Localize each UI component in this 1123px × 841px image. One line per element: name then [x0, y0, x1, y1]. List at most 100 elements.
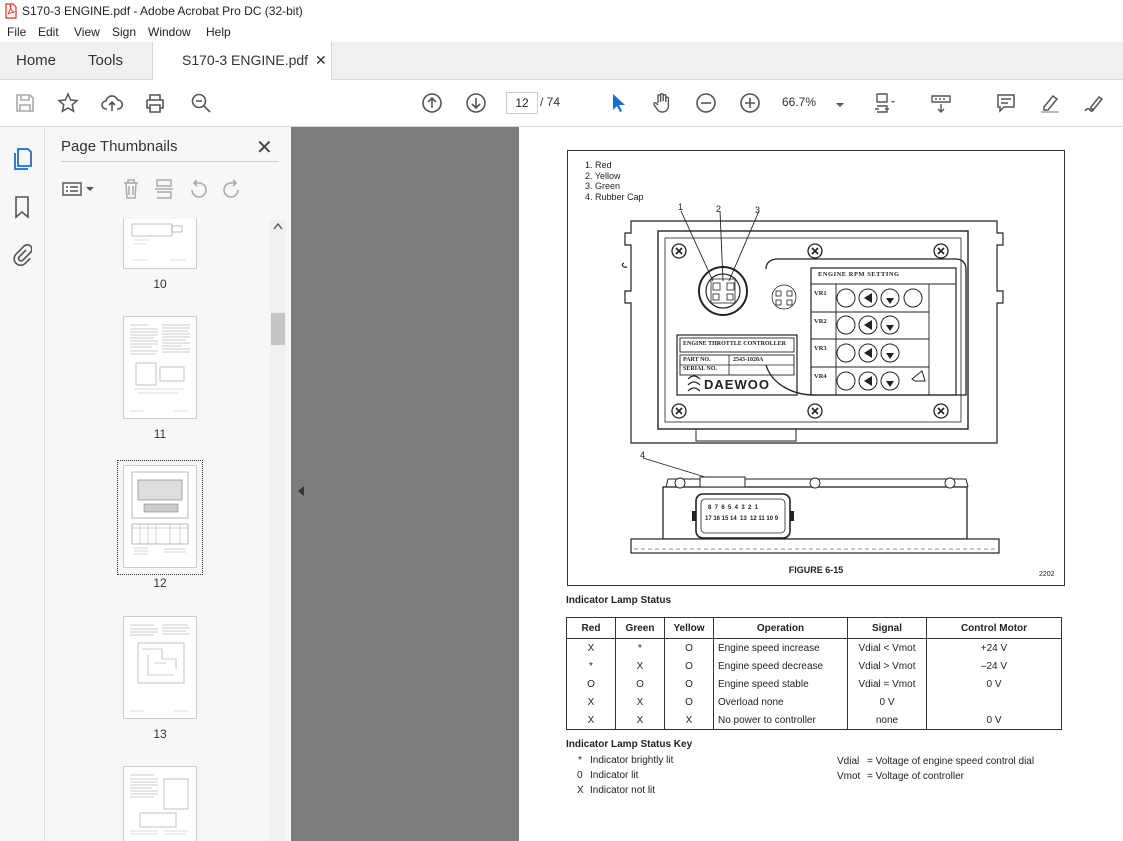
key-symbol: 0 [577, 770, 583, 781]
attachment-icon[interactable] [12, 242, 32, 266]
row-vr3: VR3 [814, 345, 827, 352]
title-bar: S170-3 ENGINE.pdf - Adobe Acrobat Pro DC… [0, 0, 1123, 22]
figure-code: 2202 [1039, 571, 1055, 578]
thumbnail-page-10[interactable] [123, 219, 197, 269]
draw-sign-icon[interactable] [1083, 92, 1105, 114]
toolbar: 12 / 74 66.7% [0, 80, 1123, 127]
table-row: O O O Engine speed stable Vdial = Vmot 0… [566, 675, 1062, 693]
collapse-panel-icon[interactable] [297, 485, 305, 497]
tab-home[interactable]: Home [16, 52, 57, 69]
rotate-right-icon[interactable] [221, 178, 243, 200]
zoom-level[interactable]: 66.7% [782, 95, 817, 109]
upload-cloud-icon[interactable] [101, 92, 124, 114]
thumbnail-page-12[interactable] [123, 465, 197, 568]
zoom-dropdown-icon[interactable] [834, 94, 846, 116]
table-row: X * O Engine speed increase Vdial < Vmot… [566, 638, 1062, 657]
col-red: Red [566, 617, 616, 639]
col-green: Green [615, 617, 665, 639]
key-symbol: * [578, 755, 582, 766]
def-symbol: Vmot [837, 771, 861, 782]
callout-2: 2 [716, 204, 722, 214]
bookmarks-icon[interactable] [13, 195, 31, 219]
hand-tool-icon[interactable] [651, 92, 673, 114]
thumbnail-page-14[interactable] [123, 766, 197, 841]
part-no-value: 2543-1020A [733, 357, 764, 363]
comment-icon[interactable] [995, 92, 1017, 114]
key-symbol: X [577, 785, 584, 796]
thumbnail-list: 10 11 12 [45, 219, 270, 841]
menu-window[interactable]: Window [148, 25, 191, 39]
figure-legend: 1. Red 2. Yellow 3. Green 4. Rubber Cap [585, 160, 644, 202]
zoom-out-icon[interactable] [695, 92, 717, 114]
left-navigation-rail [0, 127, 45, 841]
thumbnail-page-11[interactable] [123, 316, 197, 419]
thumbnail-selection-frame [117, 460, 203, 575]
page-thumbnails-icon[interactable] [12, 147, 34, 171]
def-text: = Voltage of controller [867, 771, 965, 782]
save-icon[interactable] [14, 92, 36, 114]
callout-3: 3 [755, 205, 761, 215]
tab-document-label: S170-3 ENGINE.pdf [182, 52, 309, 68]
col-control-motor: Control Motor [926, 617, 1062, 639]
col-operation: Operation [713, 617, 848, 639]
controller-name: ENGINE THROTTLE CONTROLLER [683, 341, 786, 347]
print-icon[interactable] [144, 92, 166, 114]
thumbnail-number: 13 [153, 727, 167, 741]
thumbnail-number: 10 [153, 277, 167, 291]
panel-title: Page Thumbnails [61, 138, 178, 155]
select-cursor-icon[interactable] [607, 92, 629, 114]
close-panel-icon[interactable]: ✕ [256, 137, 273, 159]
tab-bar: Home Tools S170-3 ENGINE.pdf ✕ [0, 42, 1123, 80]
page-total: / 74 [540, 95, 561, 109]
thumbnail-scrollbar[interactable] [270, 220, 286, 841]
col-signal: Signal [847, 617, 927, 639]
scrollbar-thumb[interactable] [271, 313, 285, 345]
thumbnail-number: 11 [153, 427, 167, 441]
close-tab-icon[interactable]: ✕ [315, 52, 327, 68]
key-heading: Indicator Lamp Status Key [566, 739, 693, 750]
serial-no-label: SERIAL NO. [683, 366, 718, 372]
menu-sign[interactable]: Sign [112, 25, 137, 39]
page-fit-icon[interactable] [873, 92, 895, 114]
connector-pins-bottom: 17 16 15 14 13 12 11 10 9 [705, 516, 779, 522]
rotate-left-icon[interactable] [187, 178, 209, 200]
zoom-in-icon[interactable] [739, 92, 761, 114]
def-text: = Voltage of engine speed control dial [867, 756, 1035, 767]
delete-page-icon[interactable] [121, 178, 141, 200]
indicator-lamp-table: Red Green Yellow Operation Signal Contro… [566, 617, 1062, 730]
page-number-input[interactable]: 12 [506, 92, 538, 114]
tab-tools[interactable]: Tools [88, 52, 124, 69]
table-row: * X O Engine speed decrease Vdial > Vmot… [566, 657, 1062, 675]
col-yellow: Yellow [664, 617, 714, 639]
bookmark-star-icon[interactable] [57, 92, 79, 114]
zoom-search-icon[interactable] [190, 92, 212, 114]
thumbnail-page-13[interactable] [123, 616, 197, 719]
table-row: X X X No power to controller none 0 V [566, 711, 1062, 730]
key-text: Indicator lit [590, 770, 639, 781]
thumbnail-options-menu-icon[interactable] [61, 179, 95, 199]
menu-edit[interactable]: Edit [38, 25, 59, 39]
def-symbol: Vdial [837, 756, 860, 767]
previous-page-icon[interactable] [421, 92, 443, 114]
figure-6-15: 1. Red 2. Yellow 3. Green 4. Rubber Cap [567, 150, 1065, 586]
table-row: X X O Overload none 0 V [566, 693, 1062, 711]
page-thumbnails-panel: Page Thumbnails ✕ 10 [45, 127, 292, 841]
window-title: S170-3 ENGINE.pdf - Adobe Acrobat Pro DC… [22, 4, 303, 18]
tab-document[interactable]: S170-3 ENGINE.pdf ✕ [152, 42, 332, 80]
menu-help[interactable]: Help [206, 25, 231, 39]
menu-view[interactable]: View [74, 25, 100, 39]
insert-page-icon[interactable] [153, 178, 175, 200]
scroll-up-icon[interactable] [273, 222, 283, 230]
row-vr4: VR4 [814, 373, 827, 380]
row-vr1: VR1 [814, 290, 827, 297]
acrobat-icon [5, 3, 17, 19]
callout-4: 4 [640, 450, 646, 460]
brand-logo: DAEWOO [704, 377, 770, 392]
menu-file[interactable]: File [7, 25, 27, 39]
keyboard-scroll-icon[interactable] [930, 92, 952, 114]
highlight-pen-icon[interactable] [1039, 92, 1061, 114]
table-header-row: Red Green Yellow Operation Signal Contro… [566, 617, 1062, 639]
next-page-icon[interactable] [465, 92, 487, 114]
thumbnail-number: 12 [153, 576, 167, 590]
controller-drawing [621, 210, 1004, 554]
